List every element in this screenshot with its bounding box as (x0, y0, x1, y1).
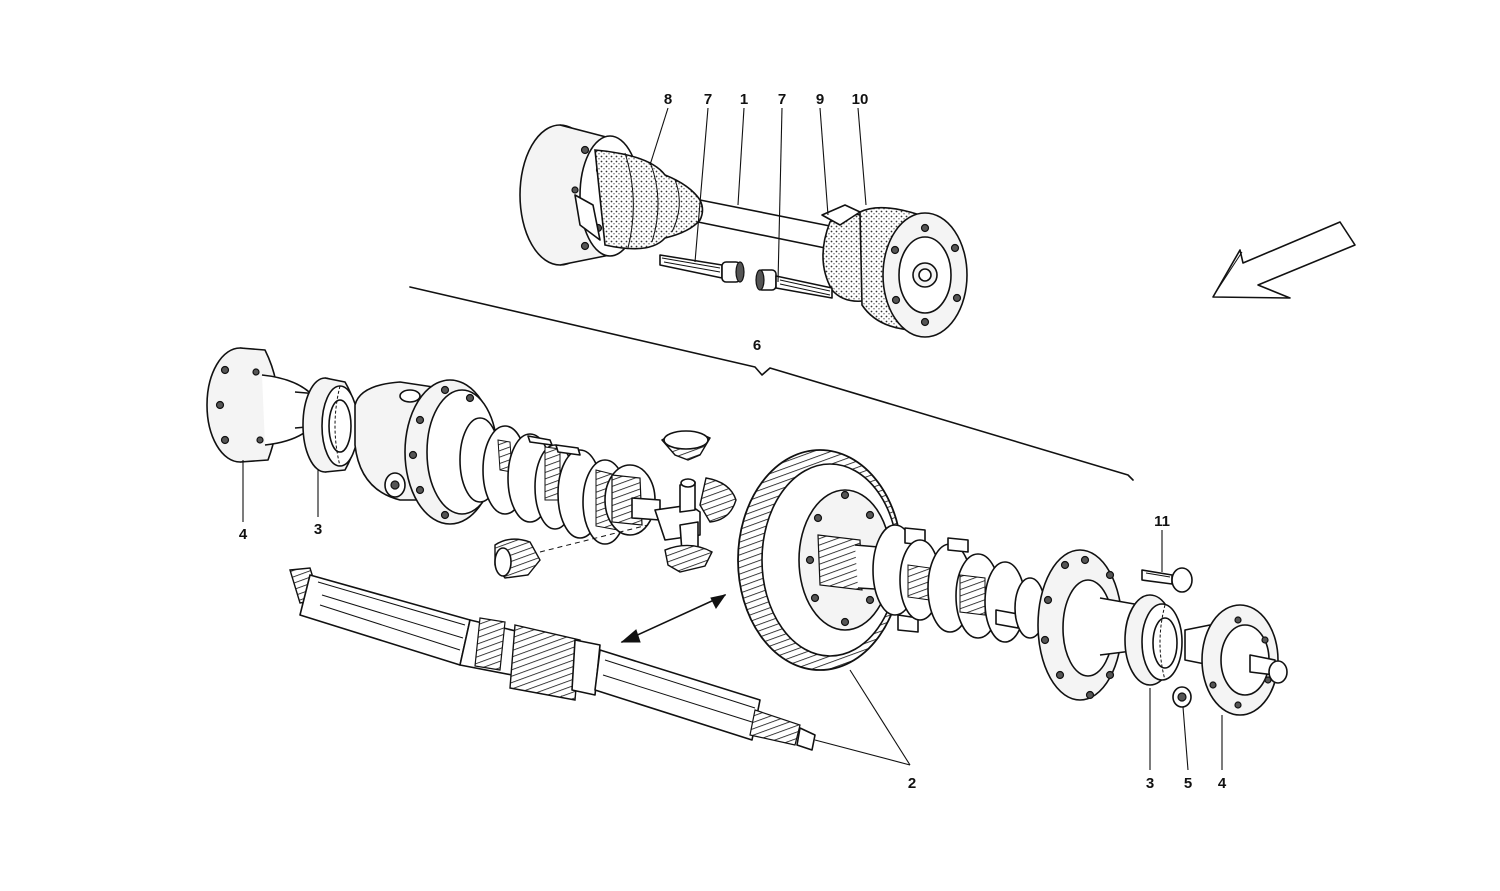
right-clutch-pack (854, 524, 1046, 643)
label-part-3-left: 3 (313, 521, 323, 538)
right-boot (821, 204, 871, 303)
label-part-6: 6 (752, 337, 762, 354)
pinion-shaft (289, 567, 816, 751)
right-bearing (1124, 594, 1183, 686)
label-part-7-left: 7 (703, 91, 713, 108)
label-part-11: 11 (1154, 513, 1170, 530)
label-part-7-right: 7 (777, 91, 787, 108)
label-part-5: 5 (1183, 775, 1193, 792)
side-gear-left (604, 464, 661, 536)
right-flange-shaft (1184, 604, 1288, 716)
left-bearing (302, 377, 359, 473)
pinion-gear-bottom (664, 544, 713, 573)
drive-shaft-assembly (519, 124, 968, 338)
label-part-9: 9 (815, 91, 825, 108)
label-part-4-right: 4 (1217, 775, 1227, 792)
right-housing-cover (1037, 549, 1141, 701)
pinion-gear-left (494, 538, 541, 579)
label-part-4-left: 4 (238, 526, 248, 543)
leader-lines (242, 107, 1223, 771)
label-part-1: 1 (739, 91, 749, 108)
label-part-2: 2 (907, 775, 917, 792)
left-boot (594, 149, 704, 250)
group-bracket (409, 286, 1134, 481)
left-clutch-pack (459, 417, 628, 545)
mesh-arrow (620, 594, 727, 643)
bolt-11 (1141, 567, 1193, 593)
pinion-gear-top (660, 430, 711, 461)
label-part-3-right: 3 (1145, 775, 1155, 792)
assembly-line (539, 524, 649, 553)
crown-wheel (737, 449, 903, 671)
direction-arrow (1212, 221, 1356, 299)
right-cv-joint (859, 206, 968, 338)
label-part-8: 8 (663, 91, 673, 108)
bolt-left (659, 254, 745, 283)
label-part-10: 10 (851, 91, 869, 108)
axle-shaft (697, 199, 841, 251)
spider-shaft (654, 478, 701, 553)
bolt-right (755, 269, 833, 299)
nut-5 (1172, 686, 1192, 708)
pinion-gear-right (699, 477, 737, 523)
